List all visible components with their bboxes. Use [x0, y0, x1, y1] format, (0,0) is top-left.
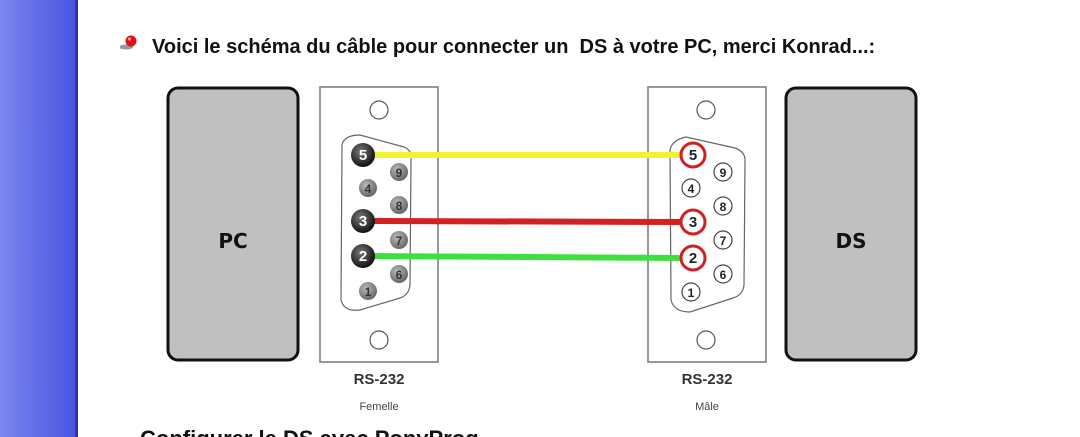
page-heading: Voici le schéma du câble pour connecter … — [152, 36, 876, 58]
sidebar-border — [75, 0, 78, 437]
pc-label: PC — [218, 229, 247, 253]
wire-pin-2 — [370, 253, 686, 261]
pin-number: 2 — [359, 248, 367, 265]
male-pin-3: 3 — [679, 208, 707, 236]
male-pin-6: 6 — [713, 264, 733, 284]
pin-number: 6 — [720, 268, 727, 282]
female-pin-4: 4 — [359, 179, 377, 197]
pin-number: 7 — [396, 234, 403, 248]
female-pin-2: 2 — [351, 244, 375, 268]
wire-pin-3 — [370, 218, 686, 225]
pin-number: 1 — [688, 286, 695, 300]
pin-number: 9 — [396, 166, 403, 180]
right-connector-gender: Mâle — [695, 401, 719, 413]
female-connector — [319, 86, 439, 363]
pin-number: 9 — [720, 166, 727, 180]
left-connector-gender: Femelle — [359, 401, 398, 413]
female-pin-8: 8 — [390, 196, 408, 214]
female-pin-9: 9 — [390, 163, 408, 181]
pin-number: 2 — [689, 250, 697, 267]
pin-number: 4 — [365, 182, 372, 196]
pin-number: 3 — [689, 214, 697, 231]
ds-label: DS — [835, 229, 866, 253]
left-connector-type: RS-232 — [354, 371, 405, 388]
female-pin-7: 7 — [390, 231, 408, 249]
next-heading: Configurer le DS avec PonyProg — [140, 428, 479, 437]
right-connector-type: RS-232 — [682, 371, 733, 388]
female-pin-1: 1 — [359, 282, 377, 300]
pin-number: 6 — [396, 268, 403, 282]
male-pin-4: 4 — [681, 178, 701, 198]
pin-number: 8 — [720, 200, 727, 214]
pin-number: 1 — [365, 285, 372, 299]
male-pin-2: 2 — [679, 244, 707, 272]
pin-number: 5 — [689, 147, 697, 164]
ds-device: DS — [784, 86, 918, 362]
male-pin-1: 1 — [681, 282, 701, 302]
next-heading-clipped: Configurer le DS avec PonyProg — [140, 428, 479, 437]
pin-number: 8 — [396, 199, 403, 213]
female-pin-3: 3 — [351, 209, 375, 233]
female-pin-5: 5 — [351, 143, 375, 167]
male-pin-8: 8 — [713, 196, 733, 216]
sidebar-gradient — [0, 0, 75, 437]
red-bullet-icon — [120, 35, 137, 50]
male-pin-7: 7 — [713, 230, 733, 250]
pin-number: 3 — [359, 213, 367, 230]
pin-number: 4 — [688, 182, 695, 196]
male-pin-5: 5 — [679, 141, 707, 169]
pin-number: 5 — [359, 147, 367, 164]
pc-device: PC — [166, 86, 300, 362]
pin-number: 7 — [720, 234, 727, 248]
male-pin-9: 9 — [713, 162, 733, 182]
female-pin-6: 6 — [390, 265, 408, 283]
